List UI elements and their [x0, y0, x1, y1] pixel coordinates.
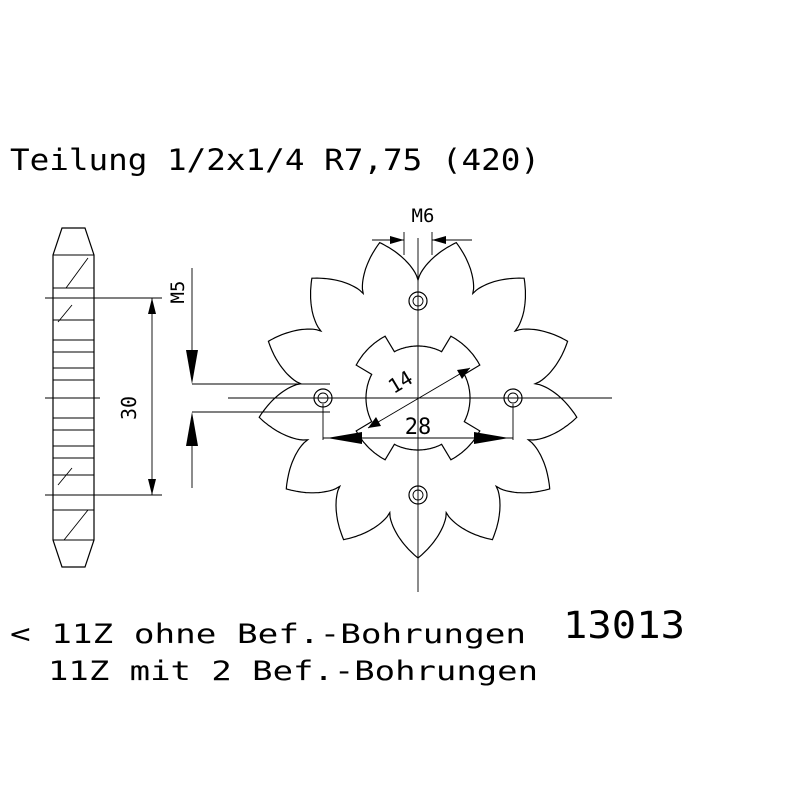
dim-m6: M6: [372, 205, 472, 255]
dim-30: 30: [117, 298, 156, 495]
dim-28: 28: [323, 415, 513, 444]
mounting-hole-top: [408, 291, 428, 311]
dim-m6-label: M6: [412, 205, 435, 227]
part-number: 13013: [563, 604, 685, 647]
side-view: [45, 227, 162, 568]
mounting-hole-bottom: [408, 485, 428, 505]
note-line-2: 11Z mit 2 Bef.-Bohrungen: [48, 656, 538, 687]
dim-m5: M5: [167, 268, 330, 488]
dim-30-label: 30: [117, 396, 141, 420]
drawing-title: Teilung 1/2x1/4 R7,75 (420): [10, 143, 540, 177]
dim-28-label: 28: [405, 415, 432, 440]
side-view-outline: [52, 227, 95, 568]
front-view: [228, 238, 612, 592]
dim-m5-label: M5: [167, 281, 189, 304]
dim-14-label: 14: [384, 366, 417, 399]
note-line-1: < 11Z ohne Bef.-Bohrungen: [10, 619, 526, 650]
